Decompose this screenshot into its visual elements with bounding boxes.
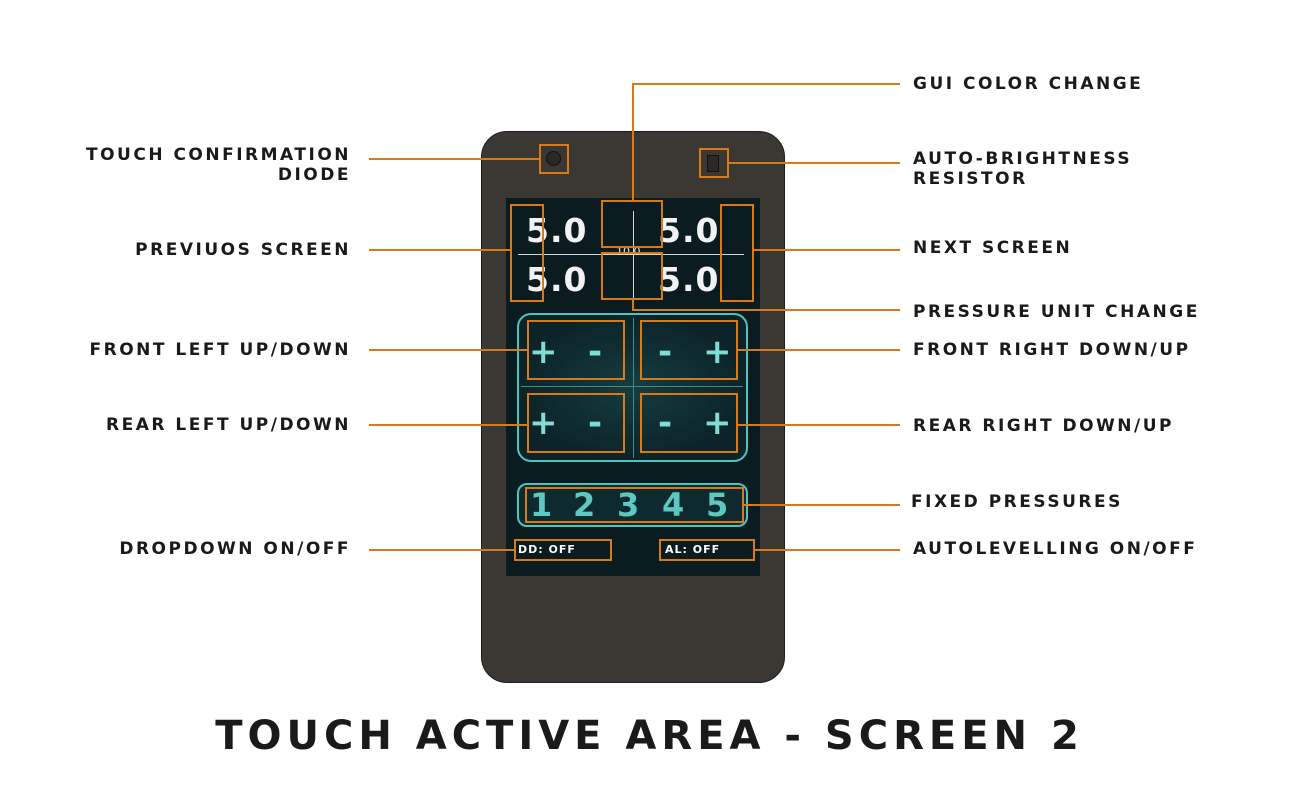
dropdown-toggle[interactable]: DD: OFF xyxy=(518,543,576,556)
panel-divider-horizontal xyxy=(521,386,743,387)
diagram-title: TOUCH ACTIVE AREA - SCREEN 2 xyxy=(215,713,1084,759)
touch-area-previous-screen xyxy=(510,204,544,302)
label-auto-brightness-line1: AUTO-BRIGHTNESS xyxy=(913,149,1133,169)
fixed-pressure-2[interactable]: 2 xyxy=(573,486,596,524)
label-dropdown: DROPDOWN ON/OFF xyxy=(119,539,351,559)
touch-area-gui-color xyxy=(601,200,663,248)
front-right-down-button[interactable]: - xyxy=(658,332,673,372)
front-left-up-button[interactable]: + xyxy=(529,332,558,372)
rear-right-down-button[interactable]: - xyxy=(658,403,673,443)
line-gui-color xyxy=(632,83,900,200)
label-auto-brightness: AUTO-BRIGHTNESS RESISTOR xyxy=(913,149,1132,189)
panel-divider-vertical xyxy=(633,318,634,458)
rear-right-up-button[interactable]: + xyxy=(703,403,732,443)
autolevel-toggle[interactable]: AL: OFF xyxy=(665,543,721,556)
front-right-up-button[interactable]: + xyxy=(703,332,732,372)
pressure-unit-value[interactable]: 10.0 xyxy=(616,245,641,258)
pressure-front-right: 5.0 xyxy=(658,211,720,250)
auto-brightness-resistor xyxy=(707,155,719,172)
touch-area-rear-right xyxy=(640,393,738,453)
fixed-pressures-bar xyxy=(517,483,748,527)
touch-area-front-right xyxy=(640,320,738,380)
label-touch-confirmation: TOUCH CONFIRMATION DIODE xyxy=(86,145,351,185)
pressure-rear-left: 5.0 xyxy=(526,260,588,299)
label-gui-color-change: GUI COLOR CHANGE xyxy=(913,74,1144,94)
touch-area-dropdown xyxy=(514,539,612,561)
label-previous-screen: PREVIUOS SCREEN xyxy=(135,240,351,260)
touch-area-resistor xyxy=(699,148,729,178)
label-touch-confirmation-line2: DIODE xyxy=(277,165,351,185)
pressure-rear-right: 5.0 xyxy=(658,260,720,299)
fixed-pressure-5[interactable]: 5 xyxy=(706,486,729,524)
label-fixed-pressures: FIXED PRESSURES xyxy=(911,492,1123,512)
adjust-panel xyxy=(517,313,748,462)
readout-divider-horizontal xyxy=(518,254,744,255)
front-left-down-button[interactable]: - xyxy=(588,332,603,372)
label-touch-confirmation-line1: TOUCH CONFIRMATION xyxy=(85,145,351,165)
touch-area-next-screen xyxy=(720,204,754,302)
touch-area-autolevel xyxy=(659,539,755,561)
label-rear-left: REAR LEFT UP/DOWN xyxy=(106,415,351,435)
label-auto-brightness-line2: RESISTOR xyxy=(913,169,1028,189)
label-next-screen: NEXT SCREEN xyxy=(913,238,1073,258)
rear-left-down-button[interactable]: - xyxy=(588,403,603,443)
fixed-pressure-3[interactable]: 3 xyxy=(617,486,640,524)
touch-area-diode xyxy=(539,144,569,174)
label-front-left: FRONT LEFT UP/DOWN xyxy=(89,340,351,360)
readout-divider-vertical xyxy=(633,211,634,299)
label-rear-right: REAR RIGHT DOWN/UP xyxy=(913,416,1174,436)
touch-area-fixed-pressures xyxy=(525,487,744,523)
touch-confirmation-diode xyxy=(546,151,561,166)
touch-area-rear-left xyxy=(527,393,625,453)
touch-area-unit-change xyxy=(601,252,663,300)
label-front-right: FRONT RIGHT DOWN/UP xyxy=(913,340,1191,360)
touch-area-front-left xyxy=(527,320,625,380)
line-unit-change xyxy=(632,300,900,311)
label-autolevelling: AUTOLEVELLING ON/OFF xyxy=(913,539,1198,559)
pressure-front-left: 5.0 xyxy=(526,211,588,250)
fixed-pressure-4[interactable]: 4 xyxy=(662,486,685,524)
rear-left-up-button[interactable]: + xyxy=(529,403,558,443)
label-pressure-unit-change: PRESSURE UNIT CHANGE xyxy=(913,302,1200,322)
fixed-pressure-1[interactable]: 1 xyxy=(530,486,553,524)
